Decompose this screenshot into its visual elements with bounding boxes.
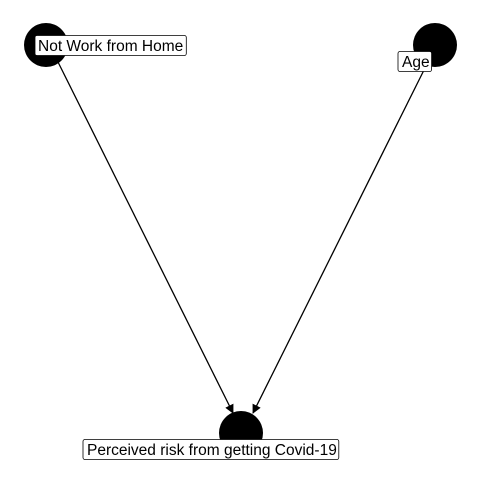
label-box-risk (82, 439, 340, 460)
edge-wfh-to-risk (55, 57, 234, 414)
node-age[interactable]: Age (397, 23, 457, 72)
node-label-age: Age (402, 54, 430, 71)
edge-age-to-risk (252, 69, 425, 414)
node-label-risk: Perceived risk from getting Covid-19 (87, 442, 337, 459)
label-box-age (397, 51, 432, 72)
edges (55, 57, 425, 414)
node-perceived-risk[interactable]: Perceived risk from getting Covid-19 (82, 411, 340, 460)
label-box-wfh (34, 35, 187, 56)
node-label-wfh: Not Work from Home (38, 38, 183, 55)
node-not-work-from-home[interactable]: Not Work from Home (24, 23, 187, 67)
